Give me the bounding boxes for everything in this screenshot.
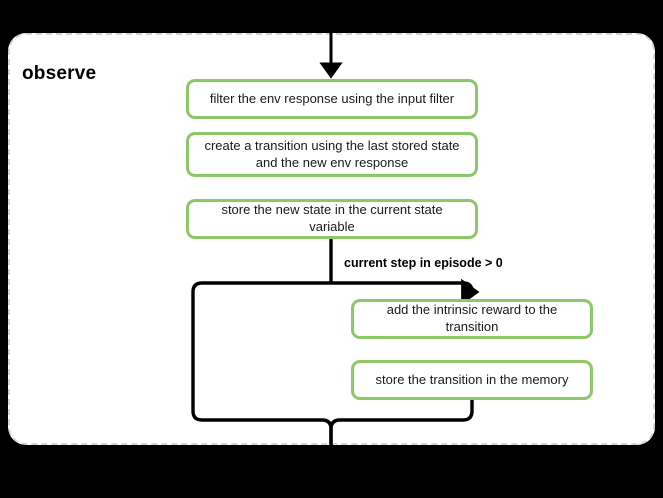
edge-label-current-step-condition: current step in episode > 0	[344, 256, 503, 270]
node-add-intrinsic-reward[interactable]: add the intrinsic reward to the transiti…	[351, 299, 593, 339]
node-store-transition-memory[interactable]: store the transition in the memory	[351, 360, 593, 400]
node-filter-env-response[interactable]: filter the env response using the input …	[186, 79, 478, 119]
group-title-observe: observe	[22, 63, 97, 84]
node-store-new-state[interactable]: store the new state in the current state…	[186, 199, 478, 239]
node-create-transition[interactable]: create a transition using the last store…	[186, 132, 478, 177]
